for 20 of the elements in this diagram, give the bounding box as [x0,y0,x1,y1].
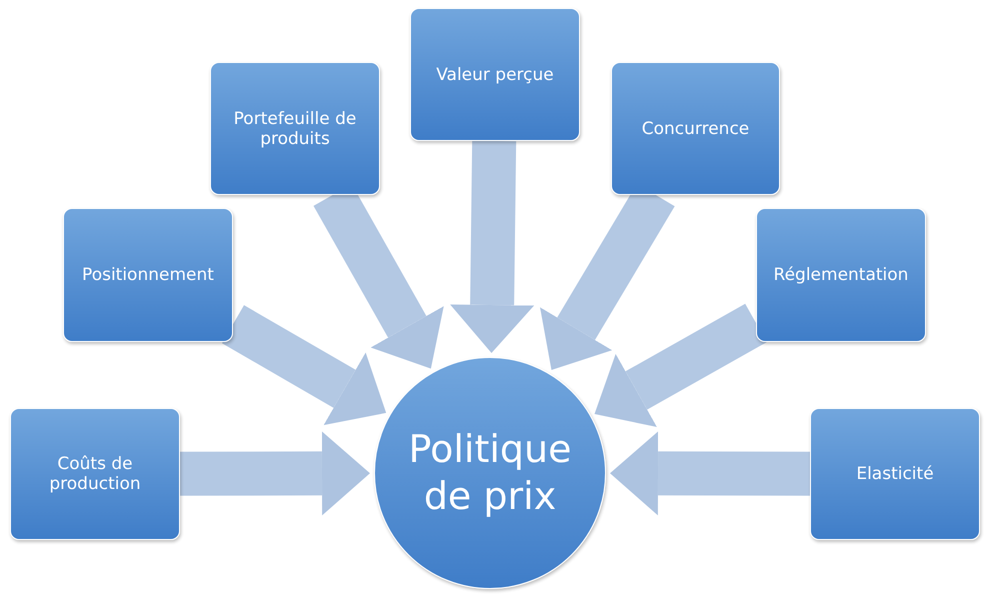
node-label: Concurrence [642,118,750,138]
block-arrow [222,305,386,426]
factor-box [810,408,980,540]
node-label: Valeur perçue [436,64,554,84]
block-arrow [594,304,767,428]
node-label: Politique de prix [408,426,572,520]
node-label: Réglementation [774,265,908,285]
node-label: Elasticité [856,464,934,484]
block-arrow [450,140,534,353]
block-arrow [180,431,370,516]
factor-box [10,408,180,540]
factor-box [611,62,780,195]
factor-box [210,62,380,195]
block-arrow [610,431,810,516]
factor-box [410,8,580,141]
factor-box [63,208,233,342]
node-label: Portefeuille de produits [232,108,358,148]
node-label: Coûts de production [48,454,142,494]
factor-box [756,208,926,342]
node-label: Positionnement [82,265,214,285]
